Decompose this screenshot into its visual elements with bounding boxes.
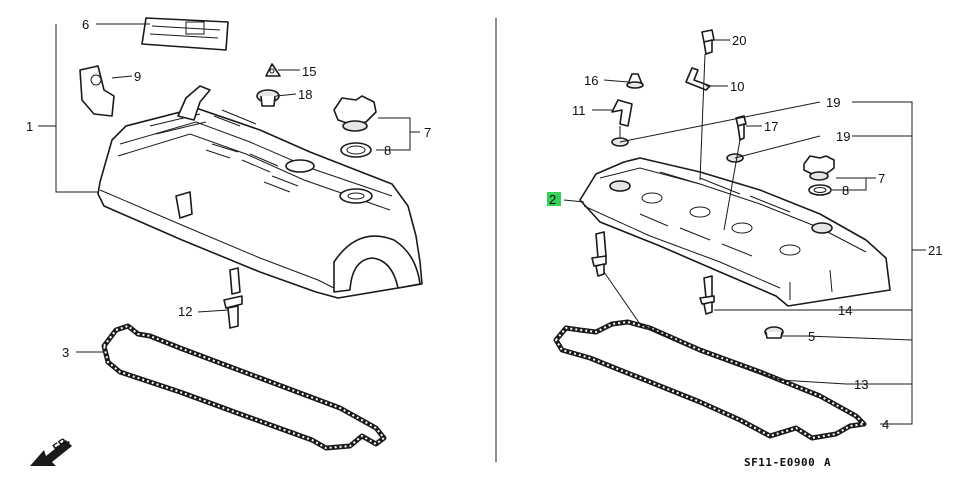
stud-bolt-left[interactable]	[223, 267, 243, 329]
highlight-marker	[547, 192, 561, 206]
label-8-left: 8	[384, 143, 391, 158]
label-14: 14	[838, 303, 852, 318]
front-arrow-icon: FR.	[30, 434, 72, 466]
label-11: 11	[572, 103, 586, 118]
oil-cap-left[interactable]	[333, 95, 377, 132]
label-6: 6	[82, 17, 89, 32]
label-13: 13	[854, 377, 868, 392]
label-20: 20	[732, 33, 746, 48]
label-5: 5	[808, 329, 815, 344]
bracket-part-11[interactable]	[611, 99, 633, 127]
label-19-mid: 19	[836, 129, 850, 144]
leader-lines-left	[38, 23, 420, 353]
label-4: 4	[882, 417, 889, 432]
gasket-right[interactable]	[553, 319, 867, 441]
label-12: 12	[178, 304, 192, 319]
seal-left[interactable]	[340, 142, 372, 158]
label-16: 16	[584, 73, 598, 88]
cap-nut-part[interactable]	[626, 73, 644, 89]
diagram-code: SF11-E0900	[744, 456, 815, 469]
label-17: 17	[764, 119, 778, 134]
bracket-part-10[interactable]	[685, 67, 711, 91]
clip-part[interactable]	[265, 63, 281, 77]
label-19-top: 19	[826, 95, 840, 110]
grommet-part[interactable]	[256, 89, 280, 107]
label-7-left: 7	[424, 125, 431, 140]
seal-right[interactable]	[808, 184, 832, 196]
label-8-right: 8	[842, 183, 849, 198]
bolt-part-20[interactable]	[701, 29, 715, 55]
oil-cap-right[interactable]	[803, 155, 835, 181]
stud-bolt-right[interactable]	[699, 275, 715, 315]
label-15: 15	[302, 64, 316, 79]
label-10: 10	[730, 79, 744, 94]
bolt-part-17[interactable]	[735, 115, 747, 141]
emblem-part[interactable]	[141, 17, 229, 51]
label-2[interactable]: 2	[549, 192, 556, 207]
stud-bolt-13[interactable]	[591, 231, 607, 277]
label-1: 1	[26, 119, 33, 134]
label-9: 9	[134, 69, 141, 84]
label-21: 21	[928, 243, 942, 258]
cylinder-head-cover-left[interactable]	[97, 85, 423, 299]
cylinder-head-cover-right[interactable]	[579, 157, 891, 307]
label-7-right: 7	[878, 171, 885, 186]
leader-lines-right	[563, 39, 926, 425]
diagram-code-suffix: A	[824, 456, 831, 469]
bracket-part[interactable]	[79, 65, 115, 117]
grommet-part-5[interactable]	[764, 326, 784, 339]
label-18: 18	[298, 87, 312, 102]
gasket-left[interactable]	[101, 323, 387, 451]
label-3: 3	[62, 345, 69, 360]
